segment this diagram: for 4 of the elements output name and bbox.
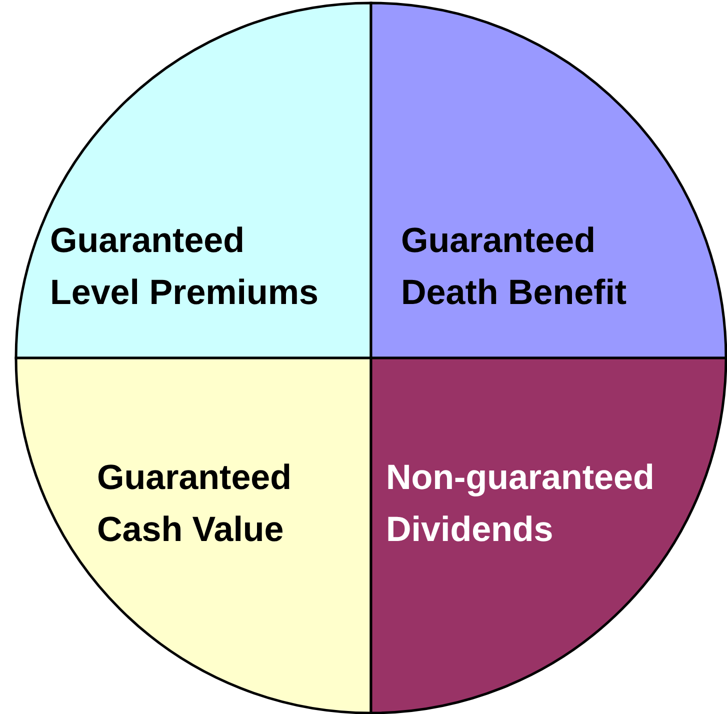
quadrant-label: Guaranteed Cash Value [97,457,292,551]
quadrant-label: Non-guaranteed Dividends [386,457,656,551]
quadrant-label: Guaranteed Level Premiums [50,220,320,314]
quadrant-label: Guaranteed Death Benefit [401,220,628,314]
